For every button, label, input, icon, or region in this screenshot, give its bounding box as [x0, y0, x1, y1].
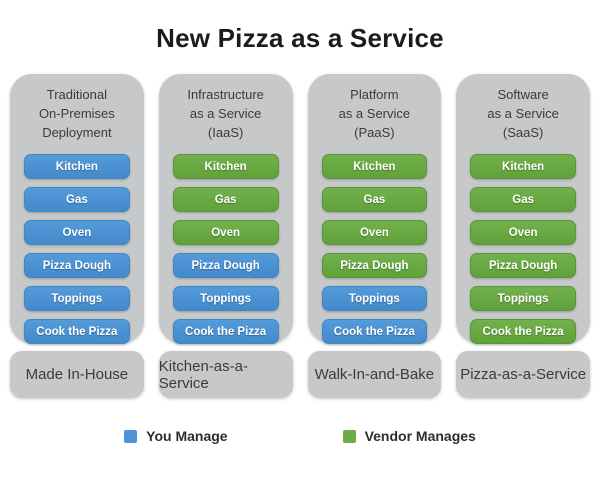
- column-title: Software as a Service (SaaS): [470, 85, 576, 142]
- item-cook-the-pizza: Cook the Pizza: [321, 319, 428, 344]
- footer-walk-in-and-bake: Walk-In-and-Bake: [307, 351, 442, 398]
- column-paas: Platform as a Service (PaaS) Kitchen Gas…: [307, 74, 442, 344]
- item-pizza-dough: Pizza Dough: [470, 253, 576, 278]
- footer-made-in-house: Made In-House: [10, 351, 144, 398]
- column-items: Kitchen Gas Oven Pizza Dough Toppings Co…: [172, 154, 279, 344]
- item-gas: Gas: [470, 187, 576, 212]
- legend: You Manage Vendor Manages: [0, 428, 600, 444]
- item-kitchen: Kitchen: [24, 154, 130, 179]
- item-oven: Oven: [321, 220, 428, 245]
- item-kitchen: Kitchen: [321, 154, 428, 179]
- legend-entry-vendor-manages: Vendor Manages: [342, 428, 476, 444]
- column-title-line: On-Premises: [38, 106, 115, 121]
- you-manage-swatch-icon: [124, 429, 138, 443]
- column-saas: Software as a Service (SaaS) Kitchen Gas…: [456, 74, 590, 344]
- column-title-line: (IaaS): [207, 125, 244, 140]
- legend-label: You Manage: [146, 428, 228, 444]
- item-pizza-dough: Pizza Dough: [321, 253, 428, 278]
- column-title: Platform as a Service (PaaS): [322, 85, 428, 142]
- page-title: New Pizza as a Service: [156, 23, 444, 53]
- item-oven: Oven: [172, 220, 279, 245]
- item-pizza-dough: Pizza Dough: [24, 253, 130, 278]
- column-title: Traditional On-Premises Deployment: [24, 85, 130, 142]
- item-cook-the-pizza: Cook the Pizza: [24, 319, 130, 344]
- item-toppings: Toppings: [470, 286, 576, 311]
- column-iaas: Infrastructure as a Service (IaaS) Kitch…: [158, 74, 293, 344]
- item-pizza-dough: Pizza Dough: [172, 253, 279, 278]
- column-traditional-on-premises: Traditional On-Premises Deployment Kitch…: [10, 74, 144, 344]
- column-title-line: as a Service: [487, 106, 559, 121]
- column-title-line: as a Service: [189, 106, 262, 121]
- service-columns: Traditional On-Premises Deployment Kitch…: [10, 74, 590, 344]
- item-toppings: Toppings: [321, 286, 428, 311]
- column-title-line: (PaaS): [354, 125, 395, 140]
- item-oven: Oven: [24, 220, 130, 245]
- item-gas: Gas: [24, 187, 130, 212]
- column-title-line: Platform: [350, 87, 399, 102]
- item-gas: Gas: [321, 187, 428, 212]
- column-title-line: Traditional: [46, 87, 107, 102]
- column-title-line: Deployment: [42, 125, 112, 140]
- column-items: Kitchen Gas Oven Pizza Dough Toppings Co…: [321, 154, 428, 344]
- item-oven: Oven: [470, 220, 576, 245]
- column-title-line: (SaaS): [502, 125, 544, 140]
- column-title-line: Software: [497, 87, 549, 102]
- column-title-line: as a Service: [338, 106, 411, 121]
- footer-kitchen-as-a-service: Kitchen-as-a-Service: [158, 351, 293, 398]
- item-toppings: Toppings: [24, 286, 130, 311]
- vendor-manages-swatch-icon: [342, 429, 356, 443]
- column-items: Kitchen Gas Oven Pizza Dough Toppings Co…: [24, 154, 130, 344]
- item-kitchen: Kitchen: [470, 154, 576, 179]
- item-cook-the-pizza: Cook the Pizza: [470, 319, 576, 344]
- footer-labels: Made In-House Kitchen-as-a-Service Walk-…: [10, 351, 590, 398]
- item-gas: Gas: [172, 187, 279, 212]
- item-kitchen: Kitchen: [172, 154, 279, 179]
- item-toppings: Toppings: [172, 286, 279, 311]
- footer-pizza-as-a-service: Pizza-as-a-Service: [456, 351, 590, 398]
- column-title-line: Infrastructure: [187, 87, 264, 102]
- legend-entry-you-manage: You Manage: [124, 428, 228, 444]
- column-items: Kitchen Gas Oven Pizza Dough Toppings Co…: [470, 154, 576, 344]
- legend-label: Vendor Manages: [364, 428, 476, 444]
- column-title: Infrastructure as a Service (IaaS): [173, 85, 279, 142]
- item-cook-the-pizza: Cook the Pizza: [172, 319, 279, 344]
